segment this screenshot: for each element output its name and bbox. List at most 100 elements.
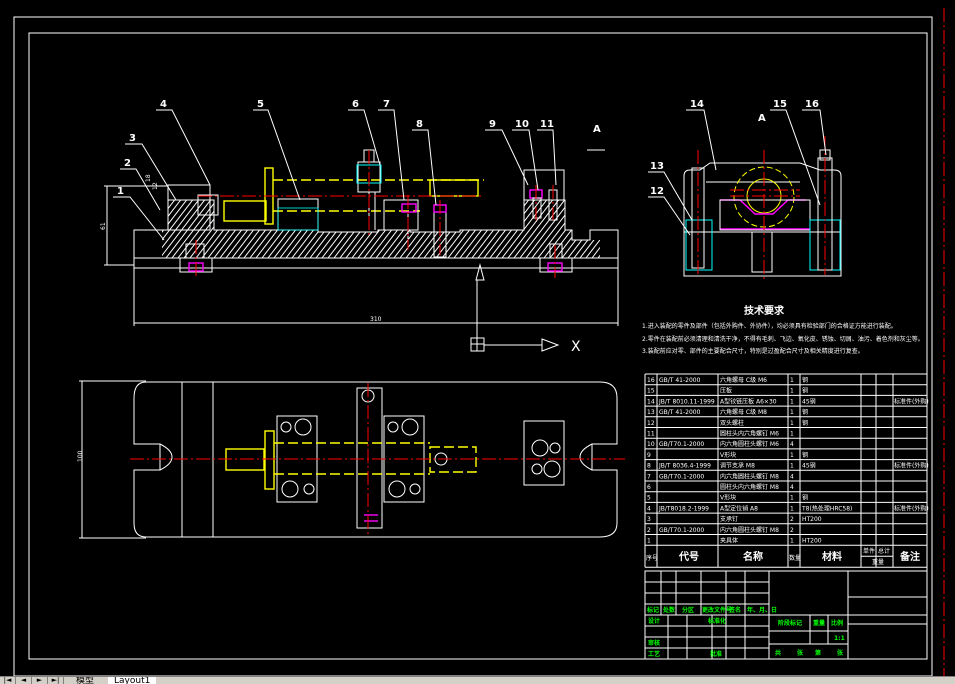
bom-row-qty: 1 xyxy=(790,431,794,438)
bom-row-no: 4 xyxy=(647,505,651,512)
tb-stage-mark: 阶段标记 xyxy=(778,619,802,627)
bom-row-name: 六角螺母 C级 M6 xyxy=(720,376,767,384)
tab-model[interactable]: 模型 xyxy=(76,676,95,684)
bom-row-no: 8 xyxy=(647,463,651,470)
next-tab-button[interactable]: ► xyxy=(32,677,48,684)
bom-row-code: JB/T 8036.4-1999 xyxy=(658,463,711,470)
bom-row-qty: 1 xyxy=(790,538,794,545)
tb-standardize: 标准化 xyxy=(707,617,726,625)
bom-row-name: 圆柱头内六角螺钉 M8 xyxy=(720,483,779,491)
tb-weight: 重量 xyxy=(813,619,825,627)
bom-row-code: GB/T70.1-2000 xyxy=(659,441,704,448)
bom-row-qty: 1 xyxy=(790,505,794,512)
part-label-7: 7 xyxy=(383,99,390,110)
bom-row-name: 内六角圆柱头螺钉 M8 xyxy=(720,472,779,480)
bom-row-name: 压板 xyxy=(720,387,732,395)
ucs-x-label: X xyxy=(571,339,581,355)
bom-row-code: GB/T70.1-2000 xyxy=(659,527,704,534)
tech-req-title: 技术要求 xyxy=(744,304,785,317)
part-label-9: 9 xyxy=(489,119,496,130)
bom-header-qty: 数量 xyxy=(789,554,801,562)
bom-row-qty: 1 xyxy=(790,463,794,470)
dim-18: 18 xyxy=(145,174,152,182)
bom-row-no: 9 xyxy=(647,452,651,459)
tech-requirements: 技术要求 1.进入装配的零件及部件（包括外购件、外协件），均必须具有检验部门的合… xyxy=(642,304,924,355)
bom-row-qty: 1 xyxy=(790,420,794,427)
bom-row-qty: 1 xyxy=(790,409,794,416)
last-tab-button[interactable]: ►| xyxy=(48,677,64,684)
front-view: 4 5 6 7 8 9 10 11 3 2 1 A 18 12 61 310 X xyxy=(100,99,619,355)
bom-row-name: 内六角圆柱头螺钉 M6 xyxy=(720,440,779,448)
part-label-4: 4 xyxy=(160,99,167,110)
bom-row-remark: 标准件(外购) xyxy=(894,397,929,405)
bom-row-qty: 1 xyxy=(790,377,794,384)
bom-row-material: 钢 xyxy=(802,387,808,395)
bom-row-name: 圆柱头内六角螺钉 M6 xyxy=(720,430,779,438)
bom-row-code: GB/T70.1-2000 xyxy=(659,473,704,480)
tb-total: 共 xyxy=(775,649,781,657)
tb-approve: 批准 xyxy=(710,650,722,658)
tech-req-line-1: 1.进入装配的零件及部件（包括外购件、外协件），均必须具有检验部门的合格证方能进… xyxy=(642,322,897,330)
tb-scale: 比例 xyxy=(831,619,843,627)
bom-row-no: 6 xyxy=(647,484,651,491)
bom-row-remark: 标准件(外购) xyxy=(894,462,929,470)
bom-row-material: 钢 xyxy=(802,376,808,384)
top-view: 100 xyxy=(77,380,625,539)
bom-row-name: 双头螺柱 xyxy=(720,419,744,427)
bom-row-material: HT200 xyxy=(802,516,822,523)
bom-row-name: 支承钉 xyxy=(720,515,738,523)
bom-row-no: 13 xyxy=(647,409,655,416)
bom-row-code: GB/T 41-2000 xyxy=(659,377,701,384)
bom-row-name: 六角螺母 C级 M8 xyxy=(720,408,767,416)
prev-tab-button[interactable]: ◄ xyxy=(16,677,32,684)
tb-zone: 分区 xyxy=(682,606,694,614)
bom-row-qty: 2 xyxy=(790,516,794,523)
tb-sign: 签名 xyxy=(728,606,741,614)
tech-req-line-3: 3.装配前应对零、部件的主要配合尺寸，特别是过盈配合尺寸及相关精度进行复查。 xyxy=(642,347,864,355)
part-label-15: 15 xyxy=(773,99,787,110)
bom-header-material: 材料 xyxy=(822,550,842,563)
section-label-a: A xyxy=(593,124,601,135)
bom-row-material: 45钢 xyxy=(802,397,816,405)
dim-length: 310 xyxy=(370,316,382,323)
dim-height: 61 xyxy=(100,222,107,230)
inner-border xyxy=(28,32,928,660)
part-label-5: 5 xyxy=(257,99,264,110)
bom-row-name: 内六角圆柱头螺钉 M8 xyxy=(720,526,779,534)
side-view-a: 14 15 16 13 12 A xyxy=(648,99,842,280)
bom-row-material: 钢 xyxy=(802,451,808,459)
tb-mark: 标记 xyxy=(646,606,659,614)
bom-row-no: 14 xyxy=(647,398,655,405)
bom-row-no: 15 xyxy=(647,388,655,395)
bom-row-qty: 2 xyxy=(790,527,794,534)
bom-row-material: 钢 xyxy=(802,408,808,416)
bom-row-code: JB/T8018.2-1999 xyxy=(658,505,709,512)
bom-row-remark: 标准件(外购) xyxy=(894,504,929,512)
outer-border xyxy=(13,16,933,676)
bom-row-qty: 4 xyxy=(790,441,794,448)
tb-process: 工艺 xyxy=(648,650,660,658)
bom-row-name: A型铰链压板 A6×30 xyxy=(720,397,777,405)
bom-header-total: 总计 xyxy=(878,547,890,555)
part-label-14: 14 xyxy=(690,99,704,110)
dim-width: 100 xyxy=(77,450,84,462)
tb-count: 处数 xyxy=(662,606,676,614)
bom-row-name: A型定位销 A8 xyxy=(720,504,758,512)
part-label-16: 16 xyxy=(805,99,819,110)
layout-tab-bar: |◄ ◄ ► ►| 模型 Layout1 xyxy=(0,676,955,684)
bom-row-material: 45钢 xyxy=(802,462,816,470)
tab-layout1[interactable]: Layout1 xyxy=(108,677,157,684)
tb-sheet: 张 xyxy=(837,649,844,657)
part-label-1: 1 xyxy=(117,186,124,197)
bom-header-name: 名称 xyxy=(743,550,763,563)
bom-row-no: 12 xyxy=(647,420,655,427)
bom-row-name: V形块 xyxy=(720,451,736,459)
tb-design: 设计 xyxy=(648,617,660,625)
tech-req-line-2: 2.零件在装配前必须清理和清洗干净，不得有毛刺、飞边、氧化皮、锈蚀、切屑、油污、… xyxy=(642,335,924,343)
bom-row-qty: 1 xyxy=(790,398,794,405)
bom-row-no: 7 xyxy=(647,473,651,480)
first-tab-button[interactable]: |◄ xyxy=(0,677,16,684)
bom-row-no: 16 xyxy=(647,377,655,384)
